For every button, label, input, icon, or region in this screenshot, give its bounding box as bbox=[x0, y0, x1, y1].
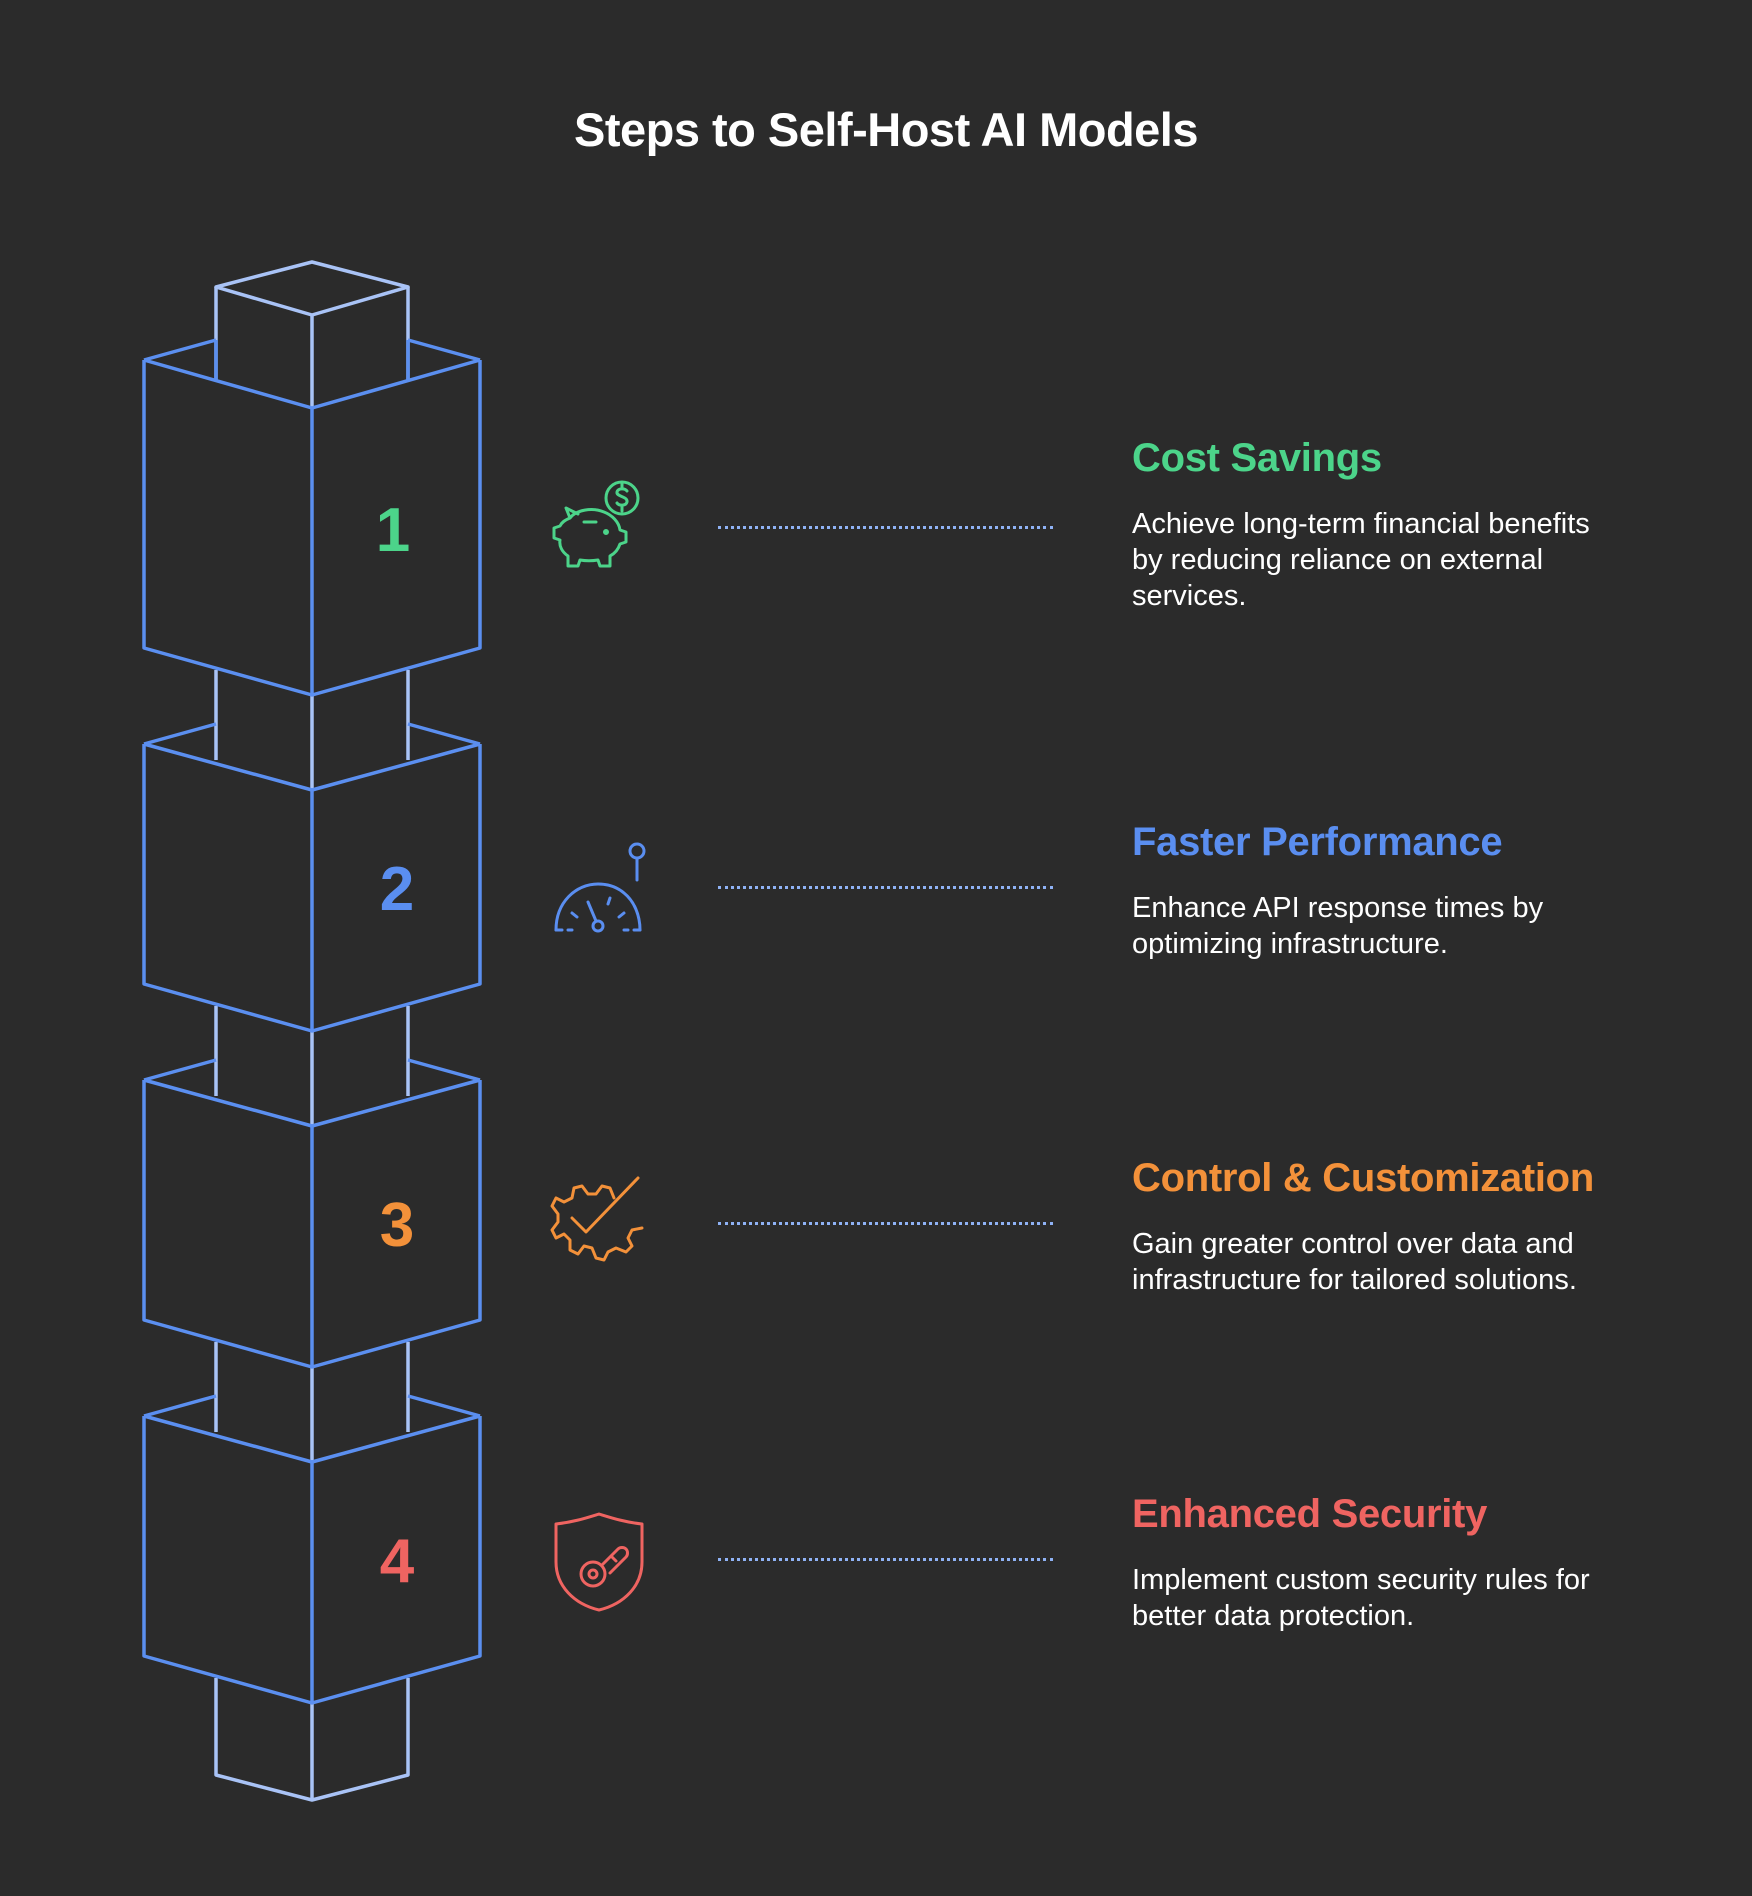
piggy-bank-dollar-icon bbox=[552, 480, 640, 568]
speedometer-icon bbox=[554, 842, 646, 933]
cube-1 bbox=[142, 338, 482, 697]
cube-2 bbox=[142, 722, 482, 1033]
step-description: Enhance API response times by optimizing… bbox=[1132, 892, 1544, 960]
step-1: Cost Savings Achieve long-term financial… bbox=[1132, 436, 1692, 614]
dotted-connector-3 bbox=[718, 1222, 1053, 1225]
step-description: Achieve long-term financial benefits by … bbox=[1132, 508, 1590, 612]
shield-key-icon bbox=[554, 1512, 644, 1612]
step-title: Enhanced Security bbox=[1132, 1492, 1488, 1536]
step-4: Enhanced Security Implement custom secur… bbox=[1132, 1492, 1692, 1634]
cube-3 bbox=[142, 1058, 482, 1369]
dotted-connector-2 bbox=[718, 886, 1053, 889]
step-number-3: 3 bbox=[380, 1191, 414, 1260]
step-description: Implement custom security rules for bett… bbox=[1132, 1564, 1590, 1632]
connector-3-4 bbox=[214, 1342, 410, 1462]
dotted-connector-4 bbox=[718, 1558, 1053, 1561]
connector-1-2 bbox=[214, 670, 410, 790]
cube-4 bbox=[142, 1394, 482, 1705]
cube-stack: 1 2 3 4 bbox=[142, 260, 482, 1802]
step-number-1: 1 bbox=[376, 496, 410, 565]
page-title: Steps to Self-Host AI Models bbox=[573, 103, 1199, 156]
step-title: Faster Performance bbox=[1132, 820, 1503, 864]
step-2: Faster Performance Enhance API response … bbox=[1132, 820, 1692, 962]
gear-check-icon bbox=[550, 1176, 644, 1262]
bottom-connector bbox=[214, 1678, 410, 1802]
dotted-connector-1 bbox=[718, 526, 1053, 529]
top-connector bbox=[214, 260, 410, 408]
step-number-2: 2 bbox=[380, 855, 414, 924]
step-description: Gain greater control over data and infra… bbox=[1132, 1228, 1577, 1296]
step-number-4: 4 bbox=[380, 1527, 415, 1596]
step-title: Cost Savings bbox=[1132, 436, 1382, 480]
connector-2-3 bbox=[214, 1006, 410, 1126]
step-3: Control & Customization Gain greater con… bbox=[1132, 1156, 1692, 1298]
step-title: Control & Customization bbox=[1132, 1156, 1594, 1200]
